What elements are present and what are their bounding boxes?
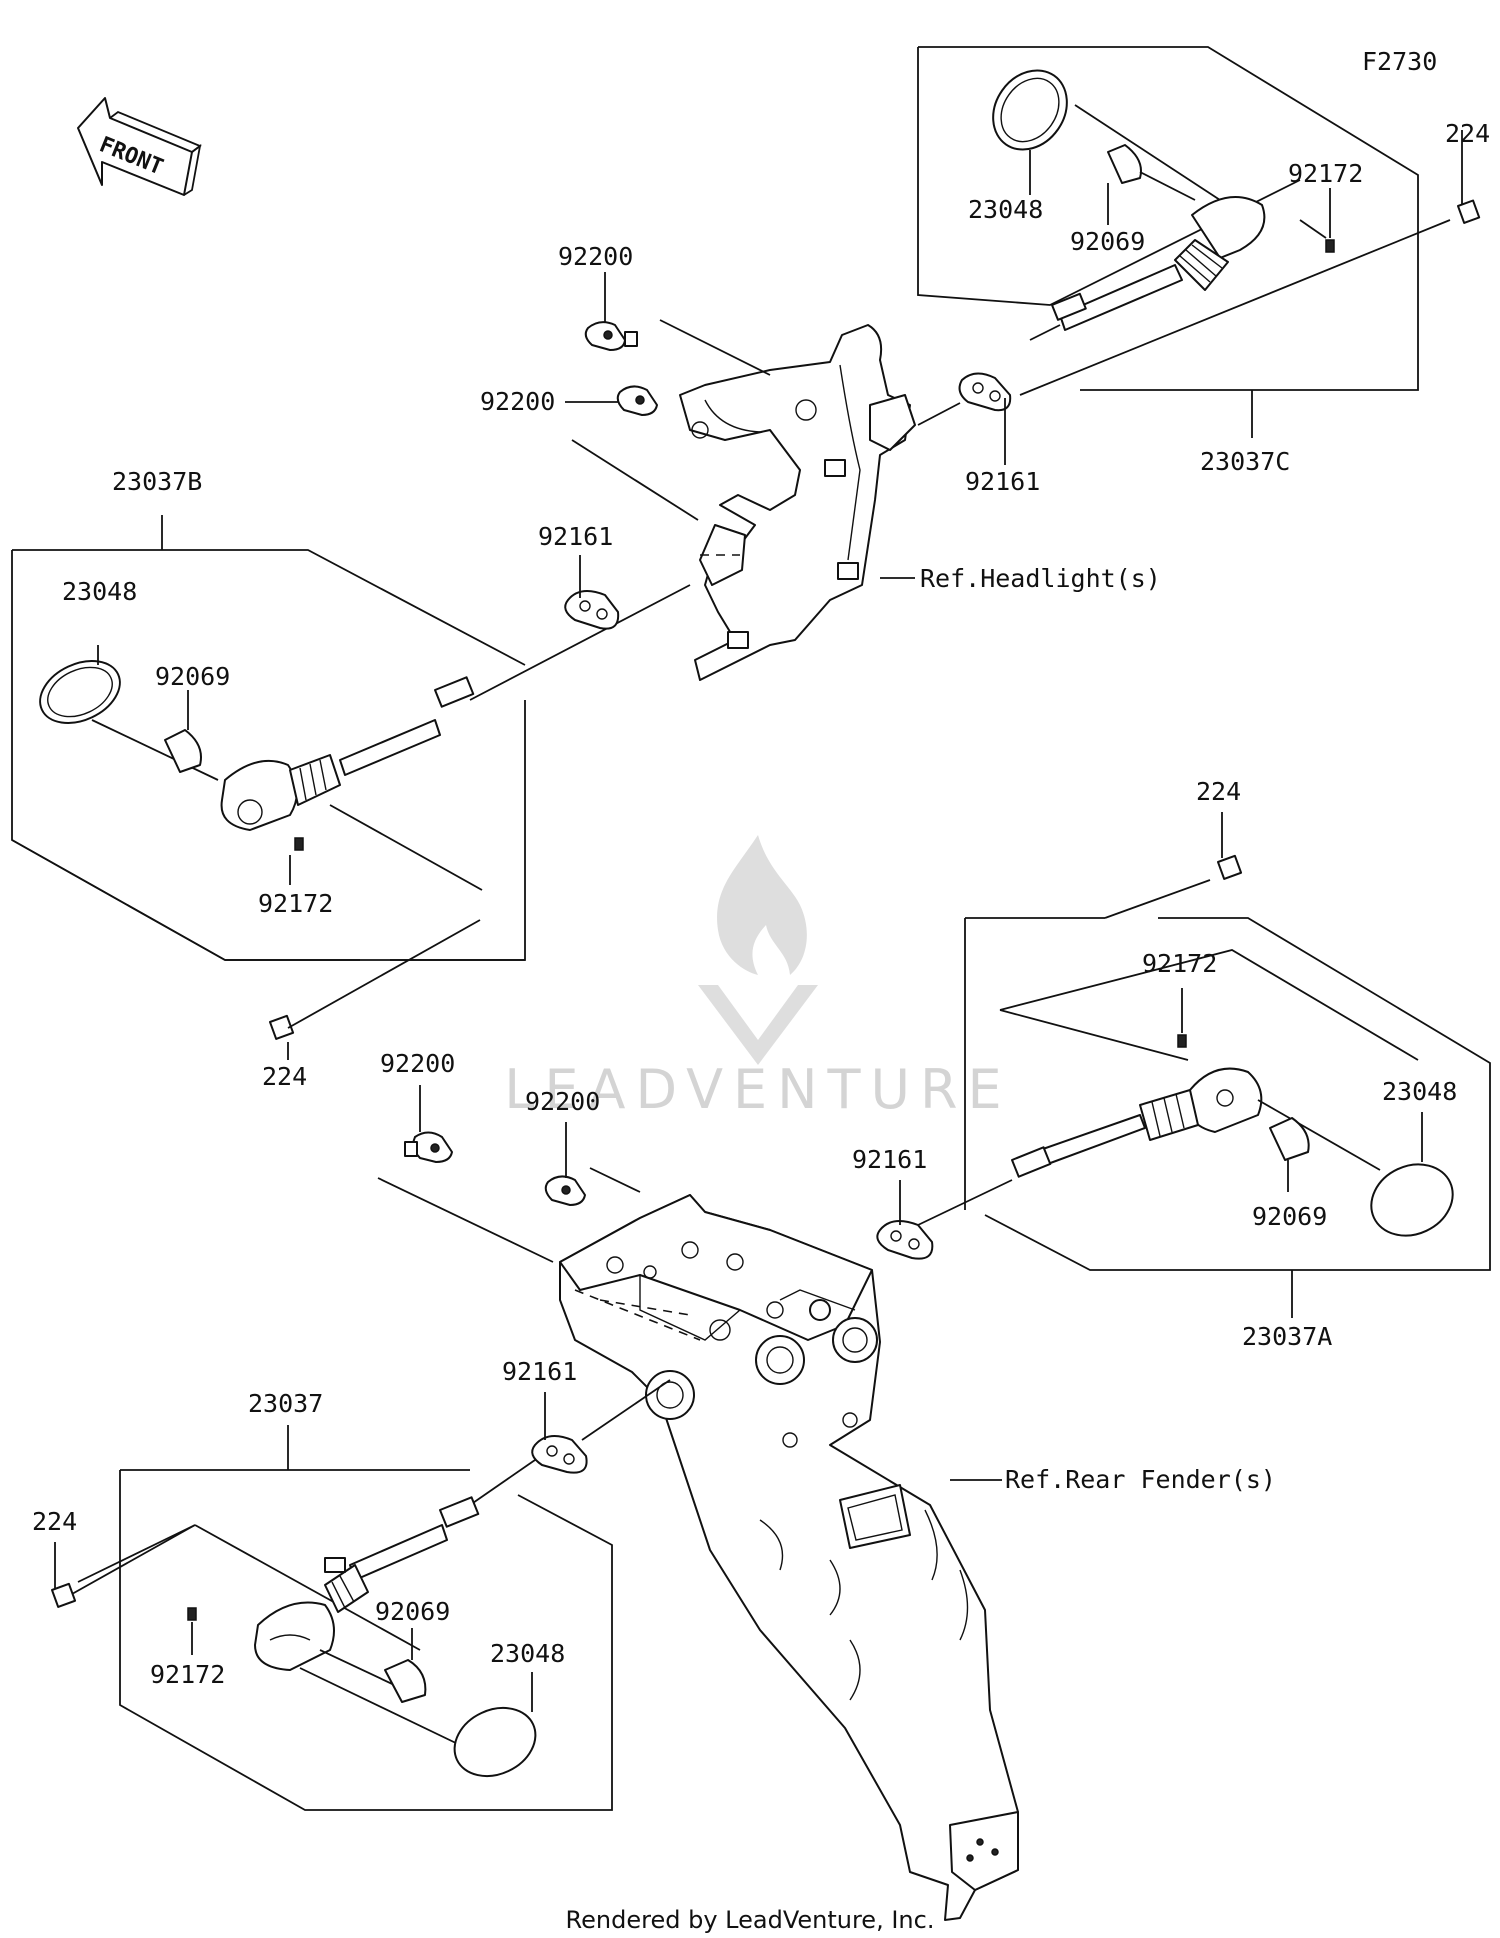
label-92069-mid-right: 92069 <box>1252 1202 1327 1231</box>
label-92069-top-right: 92069 <box>1070 227 1145 256</box>
label-224-top-right: 224 <box>1445 119 1490 148</box>
watermark: LEADVENTURE <box>504 835 1011 1121</box>
label-224-mid-right: 224 <box>1196 777 1241 806</box>
label-92161-top-right: 92161 <box>965 467 1040 496</box>
rear-fender-bracket: Ref.Rear Fender(s) 92200 92200 <box>377 1049 1276 1921</box>
watermark-flame-icon <box>717 835 807 975</box>
label-23037A: 23037A <box>1242 1322 1332 1351</box>
label-23048-top-left: 23048 <box>62 577 137 606</box>
label-92172-top-right: 92172 <box>1288 159 1363 188</box>
watermark-text: LEADVENTURE <box>504 1058 1011 1121</box>
turn-signal-assembly-mid-right: 224 92172 92069 23048 92161 23037A <box>852 777 1491 1351</box>
label-92200-rear-a: 92200 <box>380 1049 455 1078</box>
label-92200-top-a: 92200 <box>558 242 633 271</box>
label-92200-top-b: 92200 <box>480 387 555 416</box>
label-92172-mid-right: 92172 <box>1142 949 1217 978</box>
diagram-code: F2730 <box>1362 47 1437 76</box>
label-23037B: 23037B <box>112 467 202 496</box>
watermark-v-icon <box>698 985 818 1065</box>
label-23037C: 23037C <box>1200 447 1290 476</box>
turn-signal-assembly-top-left: 23037B 23048 92069 92172 224 92161 <box>11 467 691 1091</box>
label-92069-top-left: 92069 <box>155 662 230 691</box>
label-23048-mid-right: 23048 <box>1382 1077 1457 1106</box>
label-23037: 23037 <box>248 1389 323 1418</box>
footer-credit: Rendered by LeadVenture, Inc. <box>566 1906 935 1934</box>
label-92069-bottom-left: 92069 <box>375 1597 450 1626</box>
label-92200-rear-b: 92200 <box>525 1087 600 1116</box>
label-92161-top-left: 92161 <box>538 522 613 551</box>
label-92161-bottom-left: 92161 <box>502 1357 577 1386</box>
label-23048-top-right: 23048 <box>968 195 1043 224</box>
front-arrow: FRONT <box>77 97 202 196</box>
label-224-top-left: 224 <box>262 1062 307 1091</box>
label-23048-bottom-left: 23048 <box>490 1639 565 1668</box>
label-224-bottom-left: 224 <box>32 1507 77 1536</box>
label-92172-top-left: 92172 <box>258 889 333 918</box>
turn-signal-assembly-top-right: 23037C 23048 92069 92172 224 92161 <box>917 46 1490 496</box>
ref-headlight: Ref.Headlight(s) <box>920 564 1161 593</box>
turn-signal-assembly-bottom-left: 23037 224 92161 92172 92069 <box>32 1357 671 1811</box>
label-92172-bottom-left: 92172 <box>150 1660 225 1689</box>
label-92161-mid-right: 92161 <box>852 1145 927 1174</box>
front-bracket: 92200 92200 Ref.Headlight(s) <box>480 242 1161 681</box>
ref-rear-fender: Ref.Rear Fender(s) <box>1005 1465 1276 1494</box>
